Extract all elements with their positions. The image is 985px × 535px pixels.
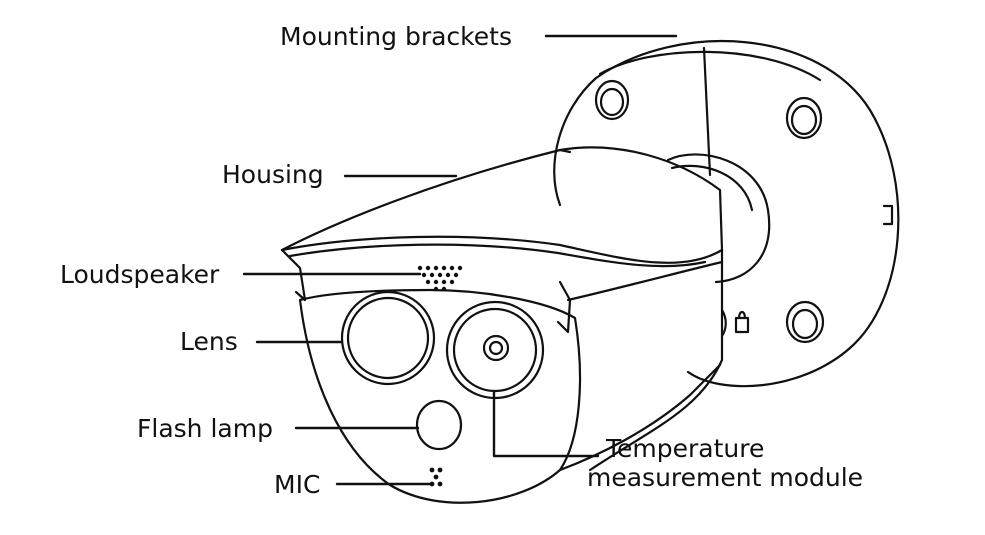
- lens: [340, 290, 436, 386]
- loudspeaker-grille: [417, 265, 463, 292]
- label-temperature-line1: Temperature: [605, 434, 764, 463]
- label-mounting-brackets: Mounting brackets: [280, 22, 512, 51]
- leader-lines: [242, 34, 678, 486]
- flash-lamp: [415, 399, 463, 451]
- housing: [280, 146, 724, 504]
- mic-holes: [429, 467, 443, 487]
- temperature-module: [445, 300, 545, 400]
- mounting-bracket: [553, 39, 900, 388]
- label-flash-lamp: Flash lamp: [137, 414, 273, 443]
- label-loudspeaker: Loudspeaker: [60, 260, 220, 289]
- bracket-neck: [666, 153, 771, 284]
- label-temperature-line2: measurement module: [587, 463, 863, 492]
- label-mic: MIC: [274, 470, 320, 499]
- label-lens: Lens: [180, 327, 238, 356]
- label-housing: Housing: [222, 160, 324, 189]
